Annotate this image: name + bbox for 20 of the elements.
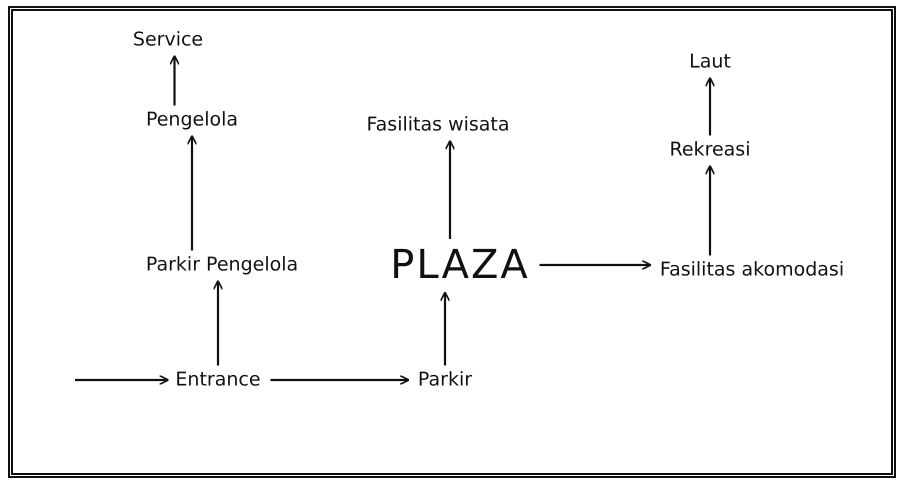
node-label: Entrance	[175, 370, 261, 390]
arrow	[540, 260, 652, 270]
arrow	[212, 280, 224, 366]
arrow	[186, 134, 198, 250]
arrow	[270, 374, 410, 386]
node-label: Fasilitas wisata	[366, 114, 510, 136]
node-label: Parkir Pengelola	[146, 254, 298, 276]
node-label: Rekreasi	[670, 140, 750, 160]
node-label: Parkir	[418, 370, 472, 390]
arrow	[75, 374, 170, 386]
node-label: Fasilitas akomodasi	[660, 260, 844, 280]
node-label: Laut	[689, 52, 731, 72]
arrow	[444, 140, 456, 239]
node-label: PLAZA	[390, 243, 530, 287]
arrow	[704, 164, 716, 256]
node-label: Service	[132, 30, 204, 50]
arrow	[704, 76, 716, 136]
arrow	[440, 291, 450, 366]
node-label: Pengelola	[146, 110, 238, 130]
arrow	[169, 54, 180, 106]
